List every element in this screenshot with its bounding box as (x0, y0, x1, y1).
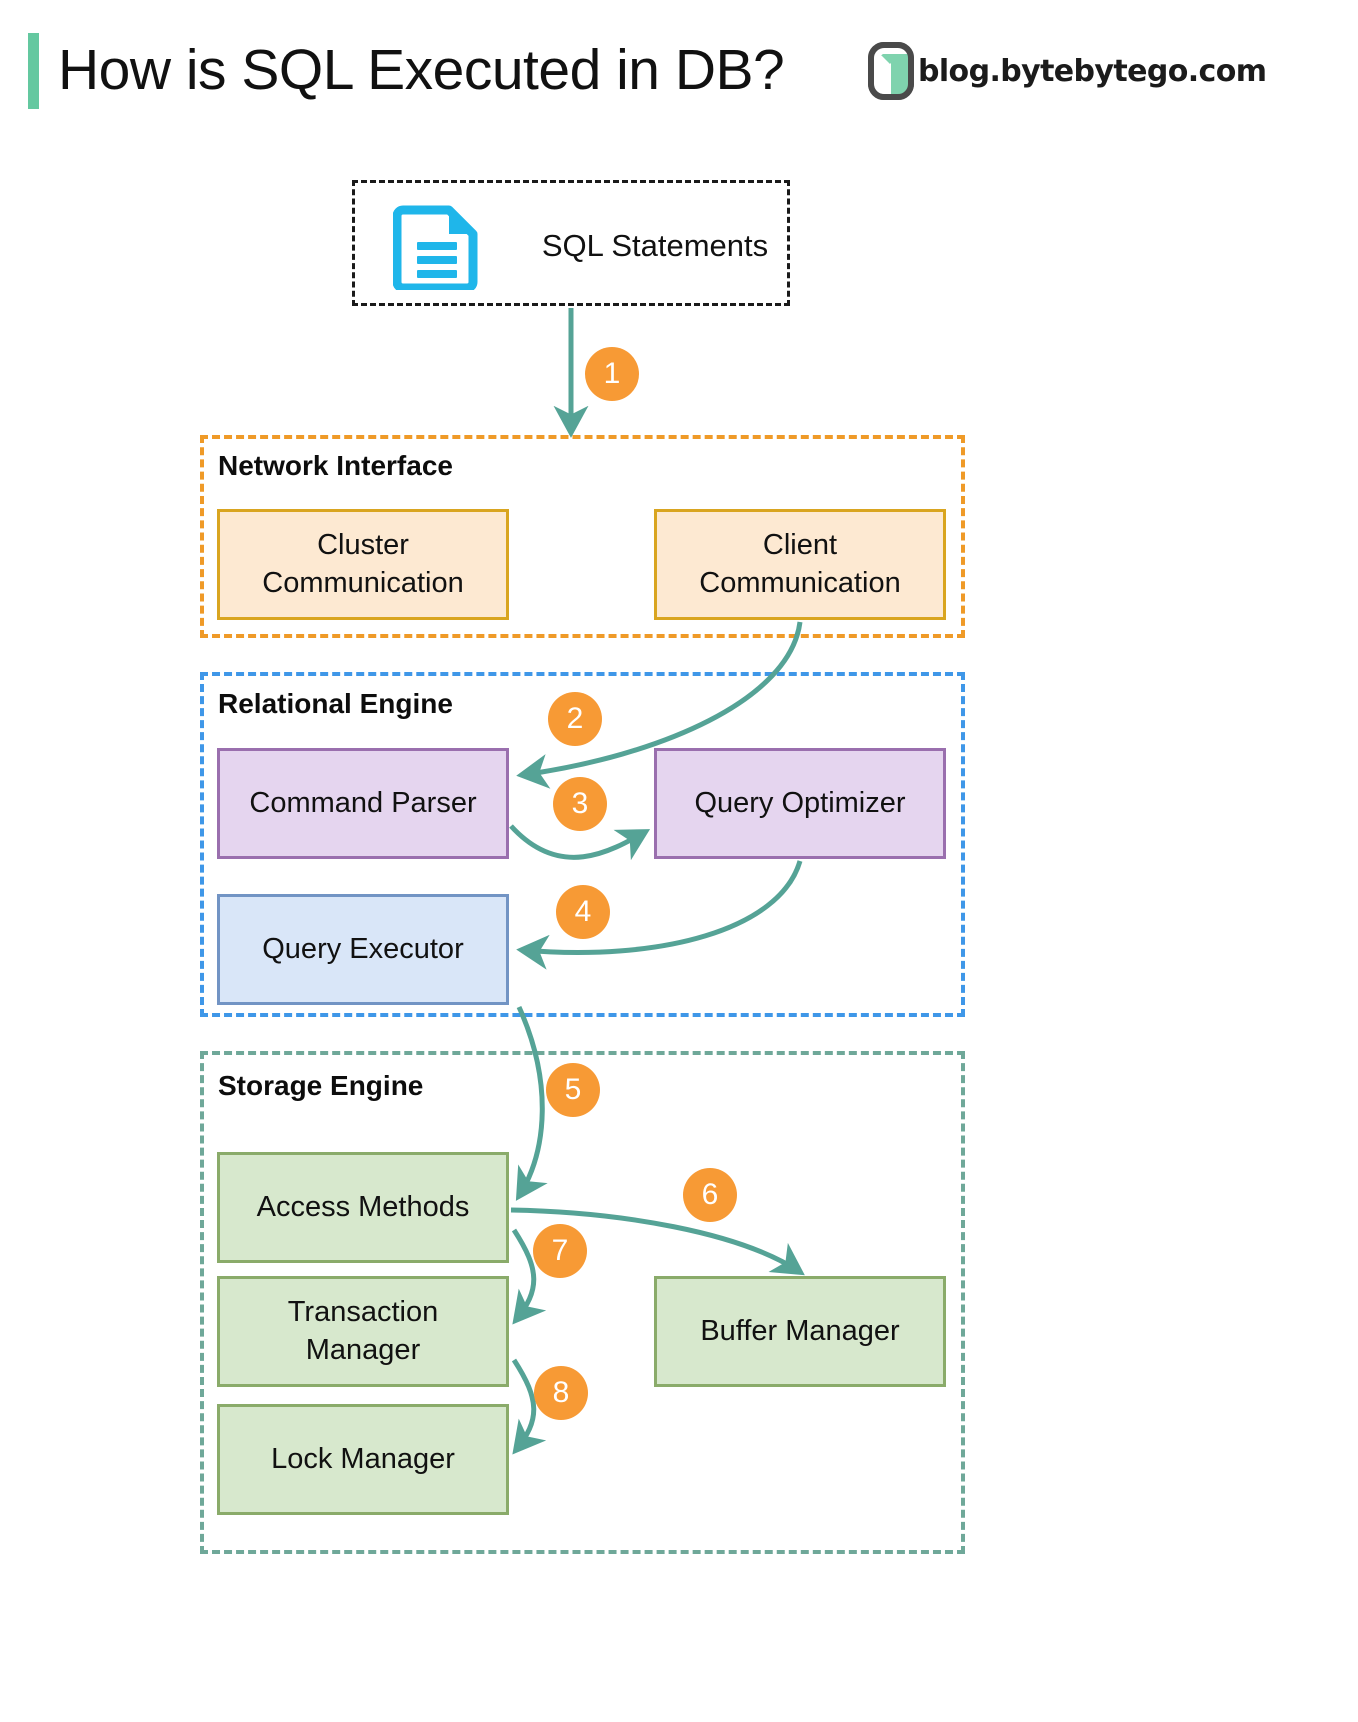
group-label-relational-engine: Relational Engine (218, 688, 453, 719)
node-lock-manager[interactable]: Lock Manager (217, 1404, 509, 1515)
page-title: How is SQL Executed in DB? (58, 38, 785, 102)
node-transaction-manager-line2: Manager (305, 1333, 421, 1366)
node-lock-manager-label: Lock Manager (271, 1442, 455, 1475)
node-cluster-communication[interactable]: Cluster Communication (217, 509, 509, 620)
node-client-communication-line2: Communication (699, 566, 901, 599)
brand-text: blog.bytebytego.com (918, 53, 1267, 89)
group-label-storage-engine: Storage Engine (218, 1070, 424, 1101)
node-access-methods-label: Access Methods (256, 1190, 470, 1223)
node-command-parser[interactable]: Command Parser (217, 748, 509, 859)
node-transaction-manager[interactable]: Transaction Manager (217, 1276, 509, 1387)
node-query-executor[interactable]: Query Executor (217, 894, 509, 1005)
step-badge-2: 2 (548, 692, 602, 746)
step-badge-1: 1 (585, 347, 639, 401)
step-badge-8: 8 (534, 1366, 588, 1420)
brand: blog.bytebytego.com (868, 42, 1267, 100)
node-transaction-manager-line1: Transaction (287, 1296, 439, 1329)
sql-statements-box: SQL Statements (352, 180, 790, 306)
node-command-parser-label: Command Parser (249, 786, 477, 819)
step-badge-5: 5 (546, 1063, 600, 1117)
step-badge-6: 6 (683, 1168, 737, 1222)
node-query-optimizer[interactable]: Query Optimizer (654, 748, 946, 859)
page-header: How is SQL Executed in DB? blog.bytebyte… (0, 0, 1358, 140)
node-buffer-manager-label: Buffer Manager (700, 1314, 900, 1347)
node-query-optimizer-label: Query Optimizer (694, 786, 906, 819)
sql-statements-label: SQL Statements (541, 228, 769, 263)
node-cluster-communication-line1: Cluster (317, 529, 409, 562)
group-label-network-interface: Network Interface (218, 450, 453, 481)
step-badge-4: 4 (556, 885, 610, 939)
title-accent-bar (28, 33, 39, 109)
node-buffer-manager[interactable]: Buffer Manager (654, 1276, 946, 1387)
group-storage-engine (200, 1051, 965, 1554)
document-lines-icon (393, 205, 478, 290)
step-badge-3: 3 (553, 777, 607, 831)
node-client-communication-line1: Client (762, 529, 838, 562)
node-cluster-communication-line2: Communication (262, 566, 464, 599)
node-access-methods[interactable]: Access Methods (217, 1152, 509, 1263)
bytebytego-logo-icon (868, 42, 914, 100)
node-client-communication[interactable]: Client Communication (654, 509, 946, 620)
node-query-executor-label: Query Executor (262, 932, 464, 965)
step-badge-7: 7 (533, 1224, 587, 1278)
